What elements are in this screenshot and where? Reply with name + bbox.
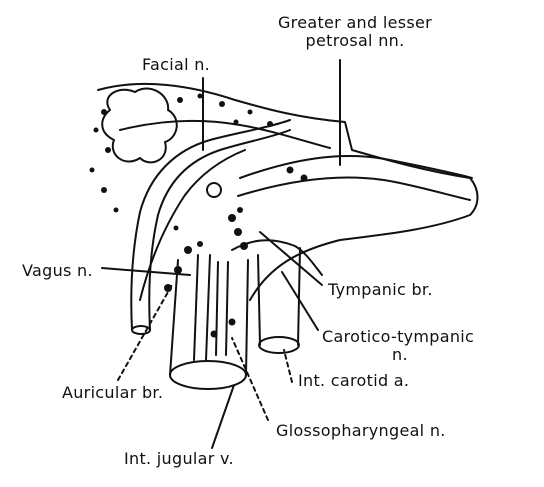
int-carotid-left-wall [257, 254, 261, 346]
label-carotico-line2: n. [392, 345, 408, 364]
label-int-carotid: Int. carotid a. [298, 371, 410, 390]
int-carotid-lumen [258, 336, 300, 354]
glosso-trunk [215, 261, 219, 356]
label-auricular-branch: Auricular br. [62, 383, 164, 402]
label-carotico-tympanic: Carotico-tympanic n. [322, 328, 532, 364]
label-glossopharyngeal: Glossopharyngeal n. [276, 421, 446, 440]
tympanic-leader [259, 231, 323, 286]
mastoid-cells [101, 87, 178, 164]
bone-inner-contour [119, 119, 331, 149]
label-int-jugular: Int. jugular v. [124, 449, 234, 468]
stipple-dots [89, 93, 308, 338]
facial-nerve [148, 129, 291, 331]
vagus-trunk [193, 254, 199, 361]
label-greater-lesser-line2: petrosal nn. [305, 31, 405, 50]
bone-lower-contour [139, 149, 246, 301]
glosso-leader [231, 337, 269, 421]
int-jugular-lumen [169, 360, 247, 390]
label-greater-lesser-line1: Greater and lesser [277, 13, 433, 32]
label-greater-lesser-petrosal: Greater and lesser petrosal nn. [255, 14, 455, 50]
int-jugular-right-wall [245, 259, 249, 376]
lesser-petrosal-nerve [237, 176, 471, 201]
greater-petrosal-nerve [239, 155, 473, 179]
geniculate-ganglion [206, 182, 222, 198]
vagus-leader [101, 267, 191, 276]
temporal-bone-outline [97, 82, 479, 301]
facial-nerve-wall [130, 119, 291, 331]
int-carotid-leader [283, 349, 293, 383]
label-tympanic-branch: Tympanic br. [328, 280, 433, 299]
int-jugular-left-wall [169, 259, 179, 376]
int-jugular-leader [211, 384, 235, 449]
label-carotico-line1: Carotico-tympanic [322, 327, 475, 346]
facial-nerve-cut-end [131, 325, 151, 335]
vagus-trunk-wall [205, 254, 211, 361]
tympanic-branch [231, 239, 323, 276]
carotico-leader [281, 271, 319, 331]
int-carotid-right-wall [297, 247, 301, 346]
auricular-leader [117, 284, 173, 381]
glosso-trunk-wall [225, 261, 229, 356]
label-facial-nerve: Facial n. [142, 55, 211, 74]
label-vagus-nerve: Vagus n. [22, 261, 93, 280]
